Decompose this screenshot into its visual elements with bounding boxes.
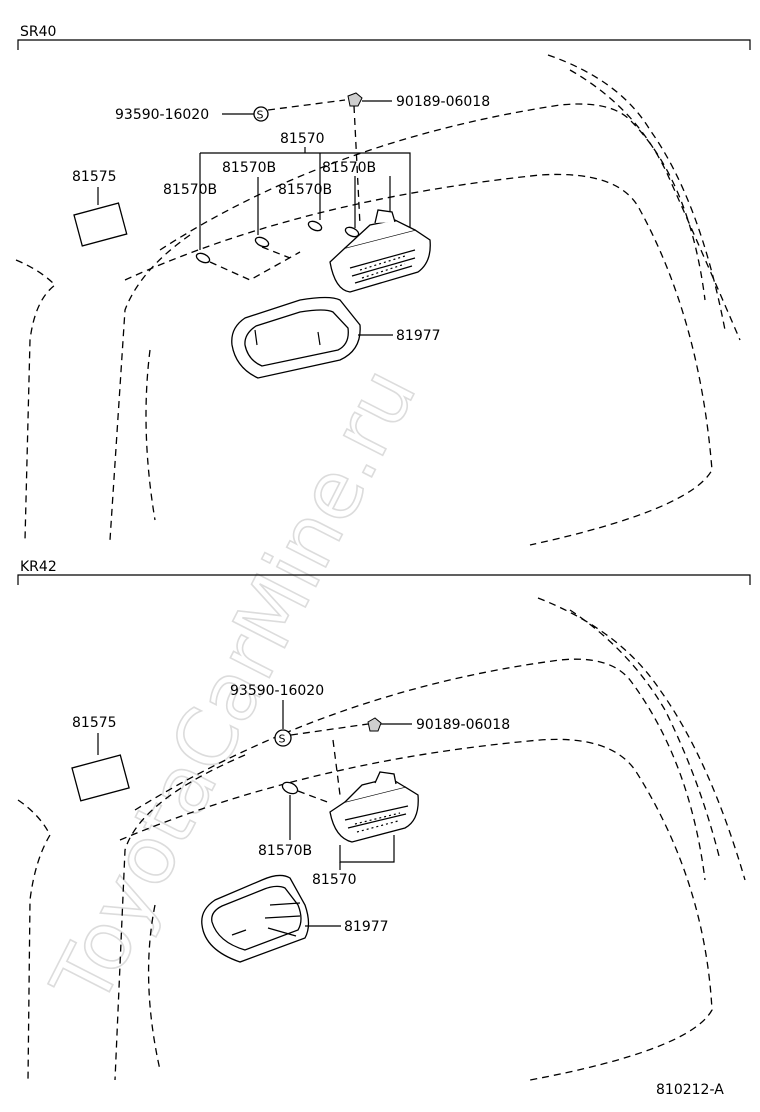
- label-81570: 81570: [280, 131, 325, 147]
- section-title-kr42: KR42: [20, 559, 57, 575]
- label-81570b-4: 81570B: [278, 182, 332, 198]
- section-title-sr40: SR40: [20, 24, 56, 40]
- label-81570: 81570: [312, 872, 357, 888]
- cover-81977: [201, 874, 310, 963]
- vehicle-outline: [15, 54, 741, 546]
- diagram-code: 810212-A: [656, 1082, 724, 1098]
- lamp-assembly-81570: [329, 209, 431, 293]
- section-sr40: SR40 81575 S 93590-16020 90189-06018 815…: [15, 24, 751, 546]
- clip-icon: [367, 717, 382, 732]
- screw-symbol: S: [257, 109, 264, 122]
- label-90189-06018: 90189-06018: [396, 94, 490, 110]
- label-93590-16020: 93590-16020: [230, 683, 324, 699]
- bulb-icon: [281, 781, 299, 795]
- cover-81977: [231, 296, 361, 379]
- clip-icon: [347, 92, 363, 107]
- label-81570b-1: 81570B: [222, 160, 276, 176]
- screw-symbol: S: [279, 733, 286, 746]
- section-kr42: KR42 81575 93590-16020 S 90189-06018: [17, 559, 751, 1081]
- label-81570b-2: 81570B: [322, 160, 376, 176]
- bulb-icon: [307, 220, 323, 232]
- section-divider: [17, 574, 751, 585]
- label-81977: 81977: [396, 328, 441, 344]
- plate-81575: [73, 202, 128, 247]
- label-93590-16020: 93590-16020: [115, 107, 209, 123]
- label-81570b: 81570B: [258, 843, 312, 859]
- section-divider: [17, 39, 751, 50]
- label-90189-06018: 90189-06018: [416, 717, 510, 733]
- bulb-icon: [195, 252, 211, 264]
- label-81977: 81977: [344, 919, 389, 935]
- label-81570b-3: 81570B: [163, 182, 217, 198]
- label-81575: 81575: [72, 169, 117, 185]
- screw-icon: [274, 729, 292, 747]
- lamp-assembly-81570: [329, 771, 419, 843]
- bulb-icon: [254, 236, 270, 248]
- plate-81575: [71, 754, 130, 802]
- label-81575: 81575: [72, 715, 117, 731]
